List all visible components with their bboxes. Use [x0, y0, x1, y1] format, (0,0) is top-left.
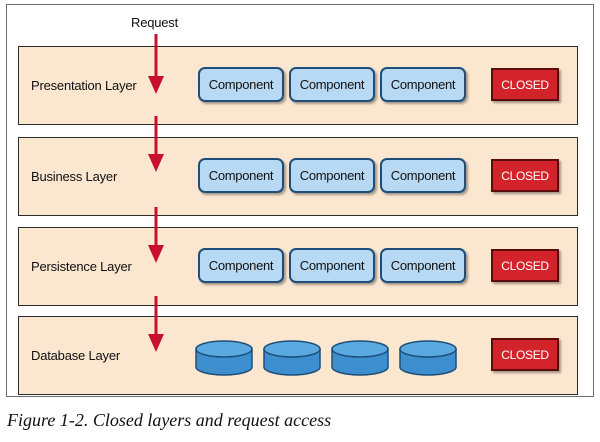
- presentation-layer: Presentation Layer Component Component C…: [18, 46, 578, 125]
- request-arrow-icon: [148, 34, 164, 94]
- figure-caption: Figure 1-2. Closed layers and request ac…: [7, 410, 332, 430]
- component-box: Component: [198, 158, 284, 193]
- layer-label: Database Layer: [31, 348, 120, 363]
- database-layer: Database Layer CLOSED: [18, 316, 578, 395]
- component-box: Component: [289, 67, 375, 102]
- database-icon: [331, 340, 389, 376]
- component-box: Component: [380, 158, 466, 193]
- layer-label: Persistence Layer: [31, 259, 132, 274]
- component-box: Component: [289, 248, 375, 283]
- component-box: Component: [289, 158, 375, 193]
- request-arrow-icon: [148, 296, 164, 352]
- component-box: Component: [380, 248, 466, 283]
- business-layer: Business Layer Component Component Compo…: [18, 137, 578, 216]
- database-icon: [195, 340, 253, 376]
- database-icon: [399, 340, 457, 376]
- closed-badge: CLOSED: [491, 159, 559, 192]
- layer-label: Business Layer: [31, 169, 118, 184]
- database-icon: [263, 340, 321, 376]
- persistence-layer: Persistence Layer Component Component Co…: [18, 227, 578, 306]
- component-box: Component: [198, 248, 284, 283]
- component-box: Component: [380, 67, 466, 102]
- request-label: Request: [131, 15, 179, 30]
- component-box: Component: [198, 67, 284, 102]
- closed-badge: CLOSED: [491, 338, 559, 371]
- request-arrow-icon: [148, 116, 164, 172]
- closed-badge: CLOSED: [491, 68, 559, 101]
- closed-badge: CLOSED: [491, 249, 559, 282]
- request-arrow-icon: [148, 207, 164, 263]
- layer-label: Presentation Layer: [31, 78, 137, 93]
